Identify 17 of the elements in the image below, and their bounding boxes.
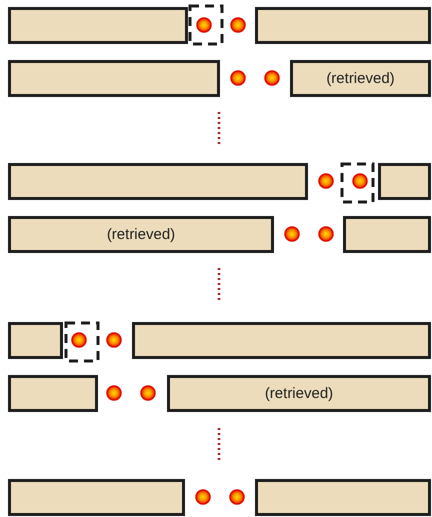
segment-bar — [8, 479, 185, 516]
segment-bar — [132, 322, 431, 359]
bar-label: (retrieved) — [264, 385, 334, 402]
segment-bar — [8, 375, 98, 412]
segment-bar — [8, 7, 188, 44]
segment-bar — [167, 375, 431, 412]
segment-bar — [378, 163, 431, 200]
segment-bar — [8, 322, 63, 359]
segment-bar — [343, 216, 431, 253]
segment-bar — [8, 60, 220, 97]
segment-bar — [8, 216, 274, 253]
segment-bar — [255, 7, 431, 44]
bar-label: (retrieved) — [326, 70, 395, 87]
segment-bar — [255, 479, 431, 516]
segment-bar — [290, 60, 431, 97]
segment-bar — [8, 163, 308, 200]
bar-label: (retrieved) — [106, 226, 176, 243]
